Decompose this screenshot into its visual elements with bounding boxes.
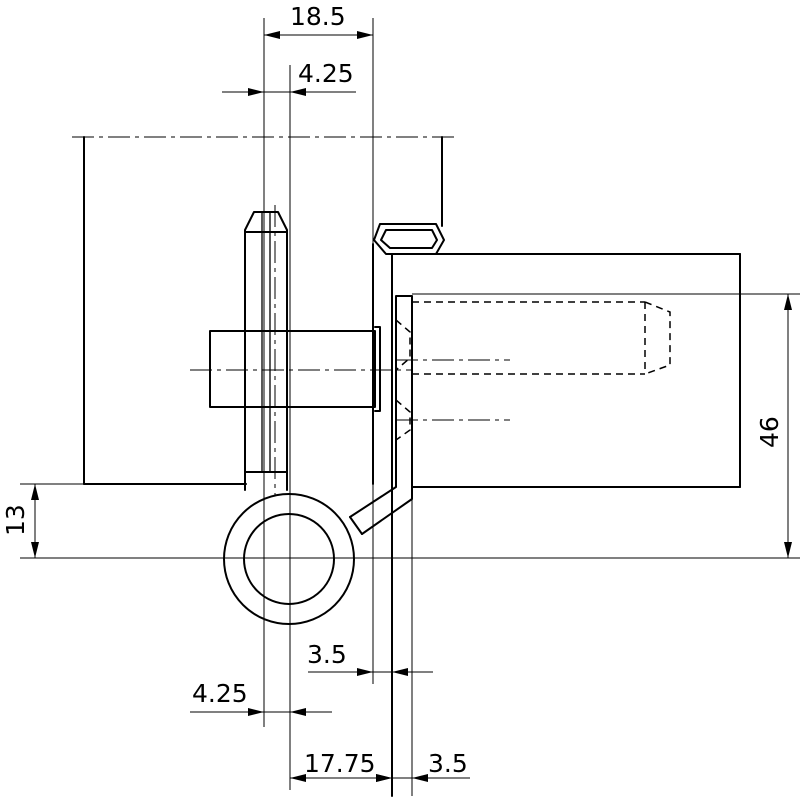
fixing-pin: [244, 211, 288, 491]
door-block: [391, 253, 741, 797]
dim-label-18-5: 18.5: [290, 2, 346, 31]
dim-label-3-5-upper: 3.5: [307, 640, 347, 669]
dim-label-46: 46: [755, 416, 784, 448]
dim-label-13: 13: [1, 504, 30, 536]
hidden-door-pin: [395, 301, 671, 441]
hinge-knuckle: [223, 493, 355, 625]
frame-leaf: [209, 326, 381, 412]
dimension-lines: [20, 18, 800, 796]
dim-label-4-25-lower: 4.25: [192, 679, 248, 708]
dim-label-3-5-lower: 3.5: [428, 749, 468, 778]
frame-block: [83, 136, 443, 485]
dim-label-4-25-top: 4.25: [298, 59, 354, 88]
dimension-arrows: [31, 31, 792, 782]
hinge-top-cap: [373, 223, 445, 255]
center-lines: [72, 136, 510, 495]
dim-label-17-75: 17.75: [304, 749, 376, 778]
